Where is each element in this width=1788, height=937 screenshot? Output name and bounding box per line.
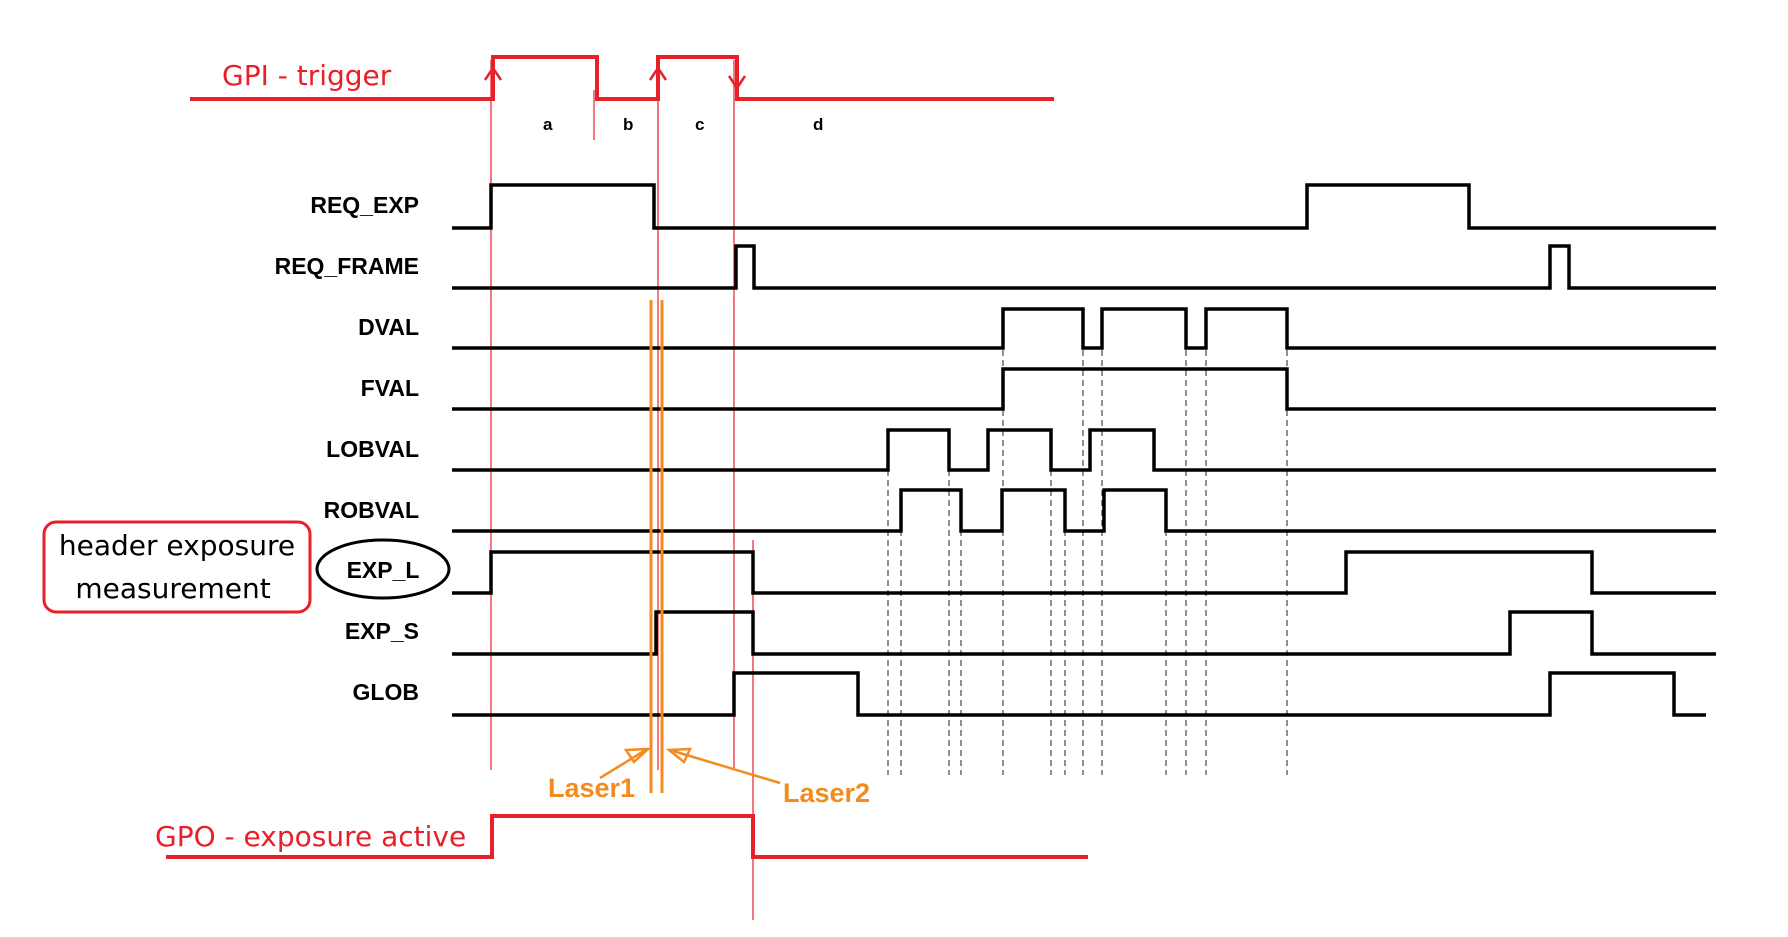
wave-exp-l: [452, 550, 1716, 595]
gpi-trigger-wave: [190, 55, 1054, 101]
gpi-trigger-label: GPI - trigger: [222, 59, 392, 92]
segment-label-c: c: [695, 115, 704, 134]
header-note-line1: header exposure: [59, 529, 295, 562]
wave-fval: [452, 367, 1716, 411]
dashed-guides: [887, 310, 1288, 775]
wave-exp-s: [452, 610, 1716, 656]
signal-label-req-frame: REQ_FRAME: [275, 253, 419, 279]
signal-label-robval: ROBVAL: [324, 497, 419, 523]
signal-label-lobval: LOBVAL: [326, 436, 419, 462]
segment-label-a: a: [543, 115, 553, 134]
signal-label-exp-s: EXP_S: [345, 618, 419, 644]
falling-edge-arrow-icon: [727, 75, 747, 91]
signal-label-req-exp: REQ_EXP: [310, 192, 419, 218]
segment-label-b: b: [623, 115, 633, 134]
header-note-line2: measurement: [75, 572, 270, 605]
exp-l-highlight-ellipse: [315, 538, 451, 600]
wave-lobval: [452, 428, 1716, 472]
signal-label-exp-l: EXP_L: [347, 557, 420, 583]
laser2-pointer: [672, 749, 781, 785]
laser2-arrow-icon: [665, 747, 692, 764]
laser1-arrow-icon: [623, 747, 652, 764]
segment-label-d: d: [813, 115, 823, 134]
rising-edge-arrow-icon: [648, 65, 668, 81]
trigger-edge-arrows: [483, 65, 747, 91]
header-exposure-callout: [42, 520, 312, 614]
wave-req-exp: [452, 183, 1716, 230]
laser1-pointer: [599, 749, 645, 780]
wave-dval: [452, 307, 1716, 350]
signal-waveforms: [452, 183, 1716, 717]
wave-glob: [452, 671, 1706, 717]
laser1-label: Laser1: [548, 773, 635, 803]
signal-label-dval: DVAL: [358, 314, 419, 340]
laser2-label: Laser2: [783, 778, 870, 808]
gpo-exposure-wave: [166, 814, 1088, 859]
signal-label-glob: GLOB: [353, 679, 419, 705]
gpo-exposure-label: GPO - exposure active: [155, 820, 466, 853]
wave-robval: [452, 488, 1716, 533]
wave-req-frame: [452, 244, 1716, 290]
rising-edge-arrow-icon: [483, 65, 503, 81]
signal-label-fval: FVAL: [361, 375, 419, 401]
signal-labels: REQ_EXP REQ_FRAME DVAL FVAL LOBVAL ROBVA…: [275, 192, 420, 705]
laser-markers: [599, 300, 781, 793]
red-guides: [490, 60, 754, 920]
